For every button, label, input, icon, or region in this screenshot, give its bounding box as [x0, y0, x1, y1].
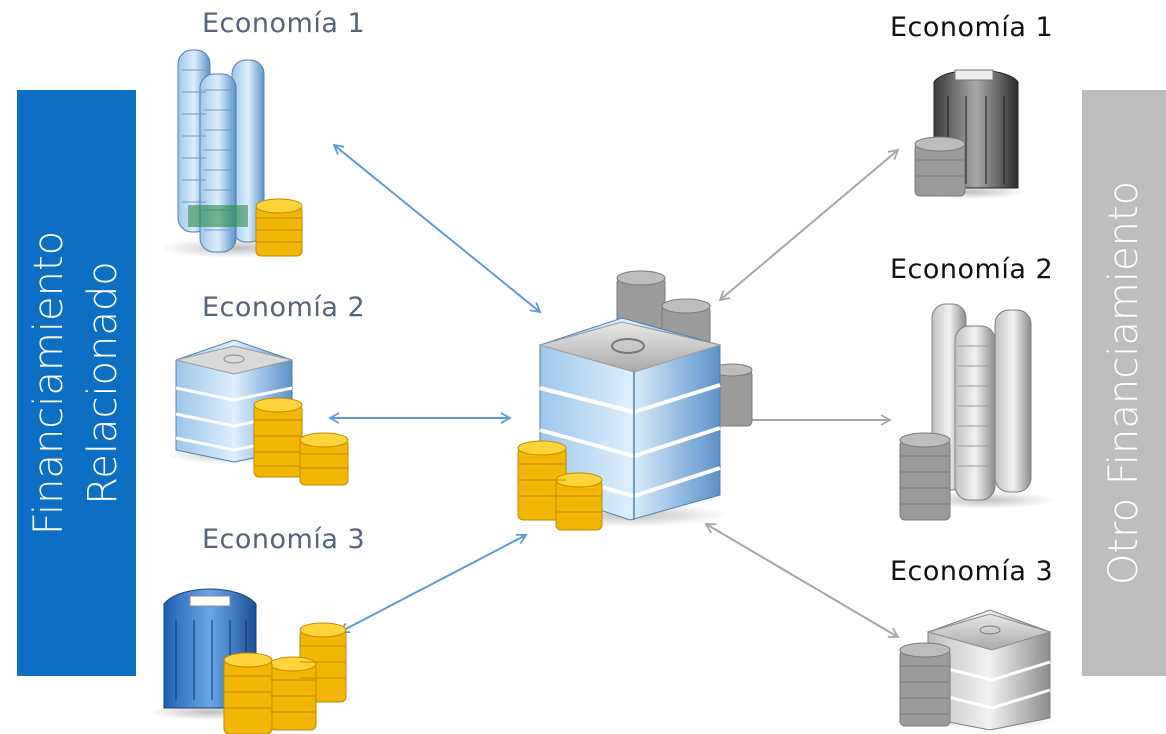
grey-coin-stack: [914, 136, 966, 197]
right-sidebar-otro-financiamiento: Otro Financiamiento: [1082, 90, 1166, 676]
gold-coin-stack: [517, 440, 603, 531]
right-sidebar-title: Otro Financiamiento: [1101, 180, 1148, 586]
left-node-label-3: Economía 3: [202, 524, 366, 555]
right-node-label-1: Economía 1: [890, 12, 1054, 43]
central-office-building-with-coins-icon: [517, 270, 753, 531]
arrow-right-1: [718, 148, 900, 302]
left-sidebar-title-line2: Relacionado: [80, 261, 127, 505]
gold-coin-stack: [223, 622, 347, 734]
grey-office-building-with-coins-icon: [899, 609, 1055, 731]
left-sidebar-title-line1: Financiamiento: [26, 230, 73, 536]
left-sidebar-financiamiento-relacionado: Financiamiento Relacionado: [17, 90, 136, 676]
arrow-right-3: [704, 523, 900, 638]
right-node-label-2: Economía 2: [890, 254, 1054, 285]
grey-coin-stack: [899, 642, 951, 727]
grey-hotel-with-coins-icon: [912, 69, 1028, 199]
right-node-label-3: Economía 3: [890, 556, 1054, 587]
arrow-left-3: [338, 533, 528, 634]
gold-coin-stack: [255, 198, 303, 257]
left-node-label-2: Economía 2: [202, 292, 366, 323]
right-arrows: [704, 148, 900, 638]
left-node-label-1: Economía 1: [202, 8, 366, 39]
grey-coin-stack: [899, 432, 951, 521]
arrow-left-1: [332, 143, 542, 314]
grey-skyscrapers-with-coins-icon: [899, 303, 1055, 521]
left-arrows: [328, 143, 542, 634]
gold-coin-stack: [253, 397, 349, 486]
